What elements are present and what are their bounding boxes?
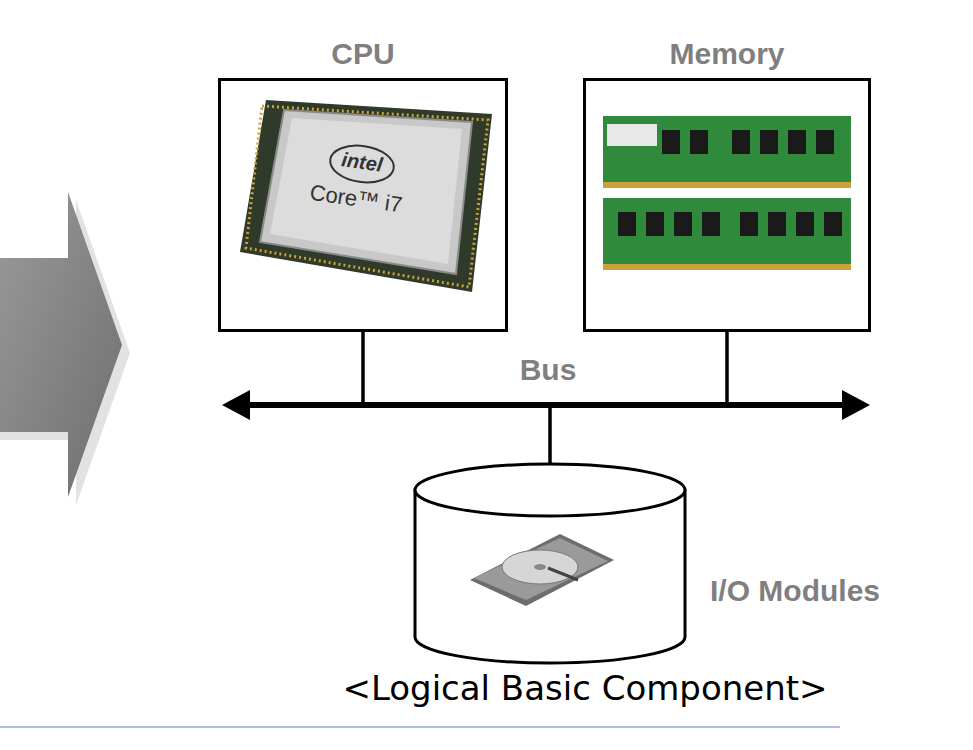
bus-connection [363, 332, 550, 464]
bus-connection [550, 332, 727, 464]
memory-box: Memory [583, 78, 871, 332]
component-heading: CPU [331, 37, 394, 71]
bus-connection [363, 332, 727, 405]
component-heading: Memory [669, 37, 784, 71]
cylinder-outline [412, 462, 688, 667]
component-heading: I/O Modules [710, 574, 880, 608]
bus-label: Bus [520, 353, 577, 387]
io-cylinder: I/O Modules [412, 462, 688, 667]
diagram-caption: <Logical Basic Component> [342, 668, 827, 708]
